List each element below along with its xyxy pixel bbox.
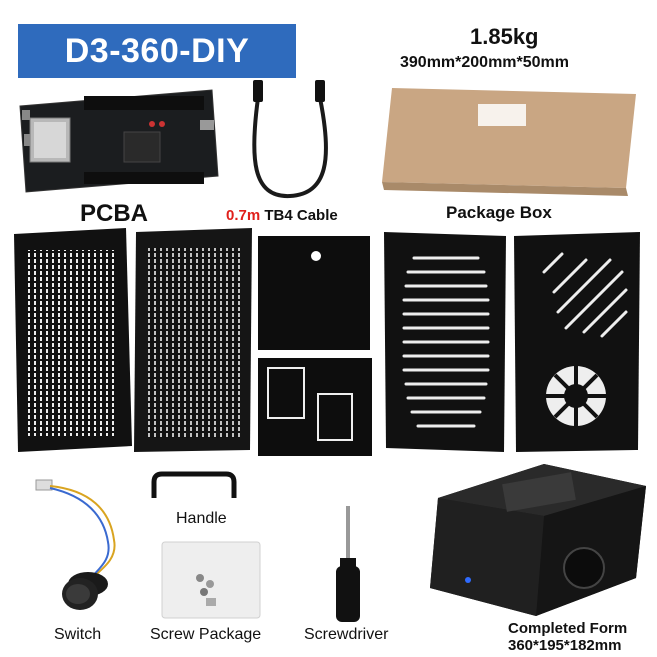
screw-package-image [161,541,261,619]
product-title: D3-360-DIY [64,31,250,70]
pcba-label: PCBA [80,200,149,227]
cable-name: TB4 Cable [260,207,338,224]
handle-label: Handle [176,510,227,527]
screw-package-label: Screw Package [150,626,262,643]
cable-label: 0.7m TB4 Cable [226,207,338,224]
completed-case-image [430,464,646,616]
pcba-board-image [19,89,219,193]
slotted-panel-image [384,232,506,452]
package-box-image [382,88,636,196]
perforated-panel-1-image [14,228,132,452]
bottom-panel-image [258,358,372,456]
weight-text: 1.85kg [470,24,539,49]
cable-length: 0.7m [226,207,261,224]
switch-image [35,479,116,610]
switch-label: Switch [54,626,102,643]
handle-image [151,471,237,498]
fan-panel-image [514,232,640,452]
completed-form-dims: 360*195*182mm [508,637,622,654]
package-dims-text: 390mm*200mm*50mm [400,54,569,71]
tb4-cable-image [252,80,328,199]
completed-form-title: Completed Form [508,620,628,637]
screwdriver-label: Screwdriver [304,626,389,643]
title-banner: D3-360-DIY [18,24,296,78]
package-box-label: Package Box [446,203,552,222]
screwdriver-image [336,506,360,622]
completed-form-label: Completed Form 360*195*182mm [508,620,627,654]
top-panel-image [258,236,370,350]
perforated-panel-2-image [134,228,252,452]
